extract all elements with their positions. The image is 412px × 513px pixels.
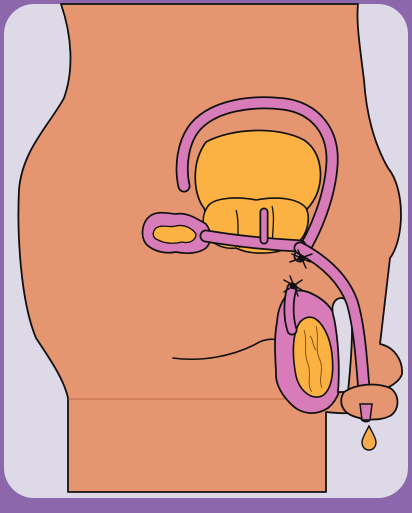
vas-deferens-lower-fill [289,288,292,330]
seminal-vesicle-inner [153,225,196,243]
urethra-tip [360,404,372,420]
